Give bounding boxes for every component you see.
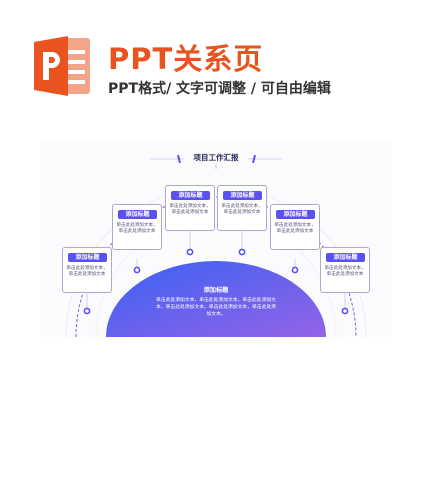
page-subtitle: PPT格式/ 文字可调整 / 可自由编辑 bbox=[108, 81, 331, 97]
dome-title: 添加标题 bbox=[203, 287, 229, 294]
arc-node-2 bbox=[133, 266, 141, 274]
slide-canvas: 项目工作汇报 添加标题 单击此处添加文本，单击此处添加文本 添加标题 单击此处添… bbox=[40, 141, 392, 337]
arc-node-3 bbox=[186, 248, 194, 256]
card-label: 添加标题 bbox=[223, 191, 262, 200]
bg-ring-outer bbox=[65, 186, 367, 337]
arc-node-1 bbox=[83, 307, 91, 315]
card-2[interactable]: 添加标题 单击此处添加文本，单击此处添加文本 bbox=[112, 204, 162, 250]
card-text: 单击此处添加文本，单击此处添加文本 bbox=[66, 266, 108, 278]
arc-node-4 bbox=[238, 248, 246, 256]
powerpoint-logo-icon bbox=[34, 36, 90, 96]
card-label: 添加标题 bbox=[171, 191, 210, 200]
arc-node-6 bbox=[341, 307, 349, 315]
arc-node-5 bbox=[291, 266, 299, 274]
card-5[interactable]: 添加标题 单击此处添加文本，单击此处添加文本 bbox=[270, 204, 320, 250]
card-4[interactable]: 添加标题 单击此处添加文本，单击此处添加文本 bbox=[217, 185, 267, 231]
card-text: 单击此处添加文本，单击此处添加文本 bbox=[169, 204, 211, 216]
card-text: 单击此处添加文本，单击此处添加文本 bbox=[324, 266, 366, 278]
card-3[interactable]: 添加标题 单击此处添加文本，单击此处添加文本 bbox=[165, 185, 215, 231]
card-6[interactable]: 添加标题 单击此处添加文本，单击此处添加文本 bbox=[320, 247, 370, 293]
card-label: 添加标题 bbox=[68, 253, 107, 262]
card-text: 单击此处添加文本，单击此处添加文本 bbox=[274, 223, 316, 235]
card-label: 添加标题 bbox=[276, 210, 315, 219]
bg-ring-inner bbox=[95, 216, 337, 337]
card-text: 单击此处添加文本，单击此处添加文本 bbox=[221, 204, 263, 216]
card-1[interactable]: 添加标题 单击此处添加文本，单击此处添加文本 bbox=[62, 247, 112, 293]
slide-title: 项目工作汇报 bbox=[193, 153, 239, 162]
card-text: 单击此处添加文本，单击此处添加文本 bbox=[116, 223, 158, 235]
dome-text: 单击此处添加文本，单击此处添加文本，单击此处添加文本，单击此处添加文本，单击此处… bbox=[156, 298, 276, 317]
card-label: 添加标题 bbox=[118, 210, 157, 219]
title-bar-right bbox=[251, 154, 257, 164]
page-title: PPT关系页 bbox=[108, 42, 264, 76]
dome-shape bbox=[106, 261, 326, 337]
title-bar-left bbox=[176, 154, 182, 164]
card-label: 添加标题 bbox=[326, 253, 365, 262]
